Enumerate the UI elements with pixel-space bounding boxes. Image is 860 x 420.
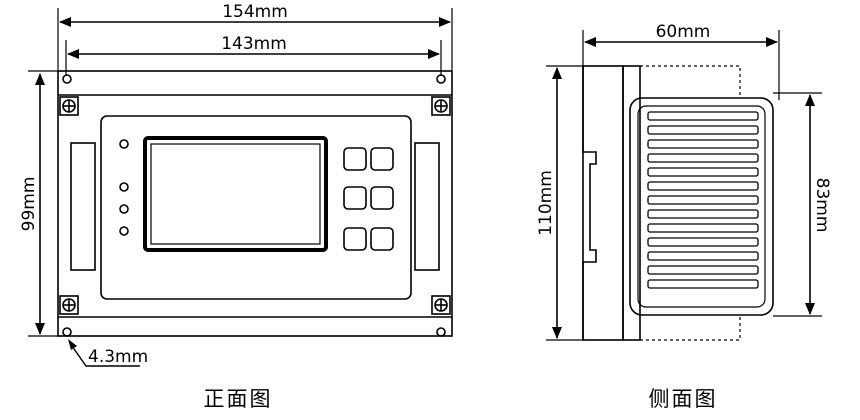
dim-label-overall-width: 154mm xyxy=(222,2,288,22)
right-terminal-rail xyxy=(414,142,440,271)
vent-slot xyxy=(647,139,759,149)
key-button xyxy=(343,227,367,251)
leader-arrowhead xyxy=(68,339,77,350)
din-clip-profile xyxy=(582,66,597,340)
screw-icon xyxy=(431,295,451,315)
key-button xyxy=(370,227,394,251)
dim-label-vent-height: 83mm xyxy=(812,178,832,233)
dim-label-side-height: 110mm xyxy=(536,170,556,236)
vent-slot xyxy=(647,167,759,177)
dim-label-hole-diameter: 4.3mm xyxy=(88,347,148,367)
side-body-mid xyxy=(622,65,641,341)
front-view-caption: 正面图 xyxy=(204,387,273,411)
indicator-led xyxy=(119,226,129,236)
vent-slot xyxy=(647,209,759,219)
vent-housing xyxy=(629,97,774,316)
vent-slot xyxy=(647,195,759,205)
vent-slot xyxy=(647,279,759,289)
vent-slot xyxy=(647,237,759,247)
key-button xyxy=(343,186,367,210)
mounting-hole-top-right xyxy=(436,74,446,84)
left-terminal-rail xyxy=(70,142,96,271)
screw-icon xyxy=(431,96,451,116)
dim-label-front-height: 99mm xyxy=(19,177,39,232)
side-view xyxy=(546,30,822,341)
lcd-screen xyxy=(143,136,328,252)
vent-slot xyxy=(647,111,759,121)
lcd-screen-inner xyxy=(150,143,321,245)
terminal-outline-top xyxy=(640,65,741,95)
side-view-caption: 侧面图 xyxy=(649,387,718,411)
mounting-hole-bottom-left xyxy=(62,327,72,337)
screw-icon xyxy=(59,96,79,116)
vent-slots xyxy=(647,111,759,289)
vent-slot xyxy=(647,265,759,275)
key-button xyxy=(370,147,394,171)
side-extension-lines xyxy=(546,30,822,341)
keypad xyxy=(343,147,394,251)
dim-label-hole-spacing: 143mm xyxy=(221,34,287,54)
front-extension-lines xyxy=(28,8,453,337)
mounting-hole-bottom-right xyxy=(436,327,446,337)
indicator-led xyxy=(119,182,129,192)
indicator-led xyxy=(119,204,129,214)
vent-slot xyxy=(647,251,759,261)
hole-diameter-leader xyxy=(71,345,140,367)
vent-slot xyxy=(647,125,759,135)
vent-slot xyxy=(647,223,759,233)
screw-icon xyxy=(59,295,79,315)
mounting-plate xyxy=(57,70,453,337)
vent-slot xyxy=(647,153,759,163)
mounting-hole-top-left xyxy=(62,74,72,84)
front-view xyxy=(28,8,453,367)
side-body xyxy=(582,65,624,341)
terminal-outline-bottom xyxy=(640,314,741,341)
vent-slot xyxy=(647,181,759,191)
vent-housing-inner xyxy=(637,105,766,308)
indicator-led xyxy=(119,139,129,149)
front-panel xyxy=(100,115,412,300)
dim-label-depth: 60mm xyxy=(656,22,711,42)
key-button xyxy=(370,186,394,210)
key-button xyxy=(343,147,367,171)
